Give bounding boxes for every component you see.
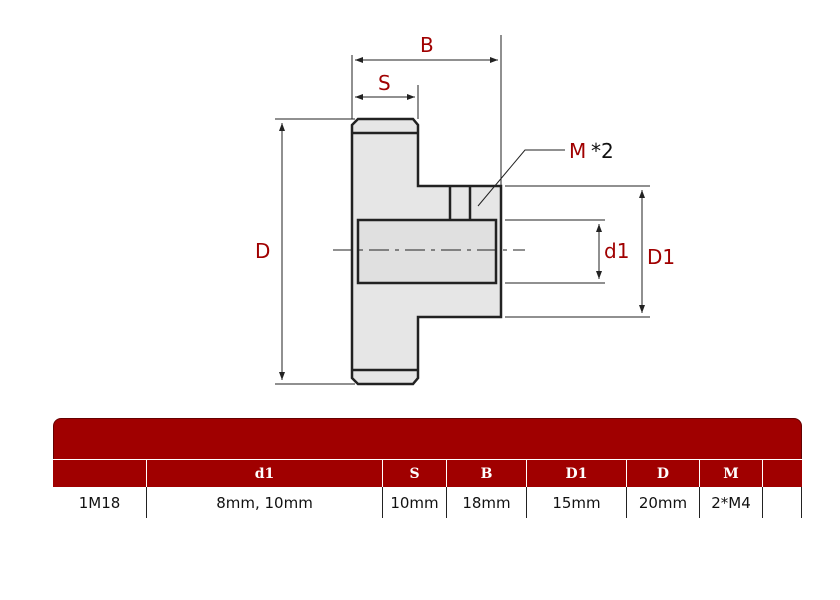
cell-d1: 8mm, 10mm xyxy=(147,487,383,518)
cell-model: 1M18 xyxy=(53,487,147,518)
label-M-count: *2 xyxy=(591,139,614,163)
cell-D1: 15mm xyxy=(527,487,627,518)
spec-table: d1 S B D1 D M 1M18 8mm, 10mm 10mm 18mm 1… xyxy=(53,418,802,518)
table-header-row: d1 S B D1 D M xyxy=(53,459,802,487)
label-d1: d1 xyxy=(604,239,629,263)
label-S: S xyxy=(378,71,391,95)
bore xyxy=(356,218,498,285)
cell-s: 10mm xyxy=(383,487,447,518)
gear-drawing: B S D d1 D1 M *2 xyxy=(255,33,675,386)
label-D: D xyxy=(255,239,270,263)
header-cell: d1 xyxy=(147,459,383,487)
cell-D: 20mm xyxy=(627,487,700,518)
header-cell: B xyxy=(447,459,527,487)
label-B: B xyxy=(420,33,434,57)
header-cell xyxy=(763,459,802,487)
header-cell: M xyxy=(700,459,763,487)
table-row: 1M18 8mm, 10mm 10mm 18mm 15mm 20mm 2*M4 xyxy=(53,487,802,518)
header-cell: S xyxy=(383,459,447,487)
header-cell: D1 xyxy=(527,459,627,487)
cell-empty xyxy=(763,487,802,518)
label-M: M xyxy=(569,139,586,163)
cell-b: 18mm xyxy=(447,487,527,518)
cell-m: 2*M4 xyxy=(700,487,763,518)
header-cell xyxy=(53,459,147,487)
header-cell: D xyxy=(627,459,700,487)
label-D1: D1 xyxy=(647,245,675,269)
table-title-band xyxy=(53,418,802,459)
